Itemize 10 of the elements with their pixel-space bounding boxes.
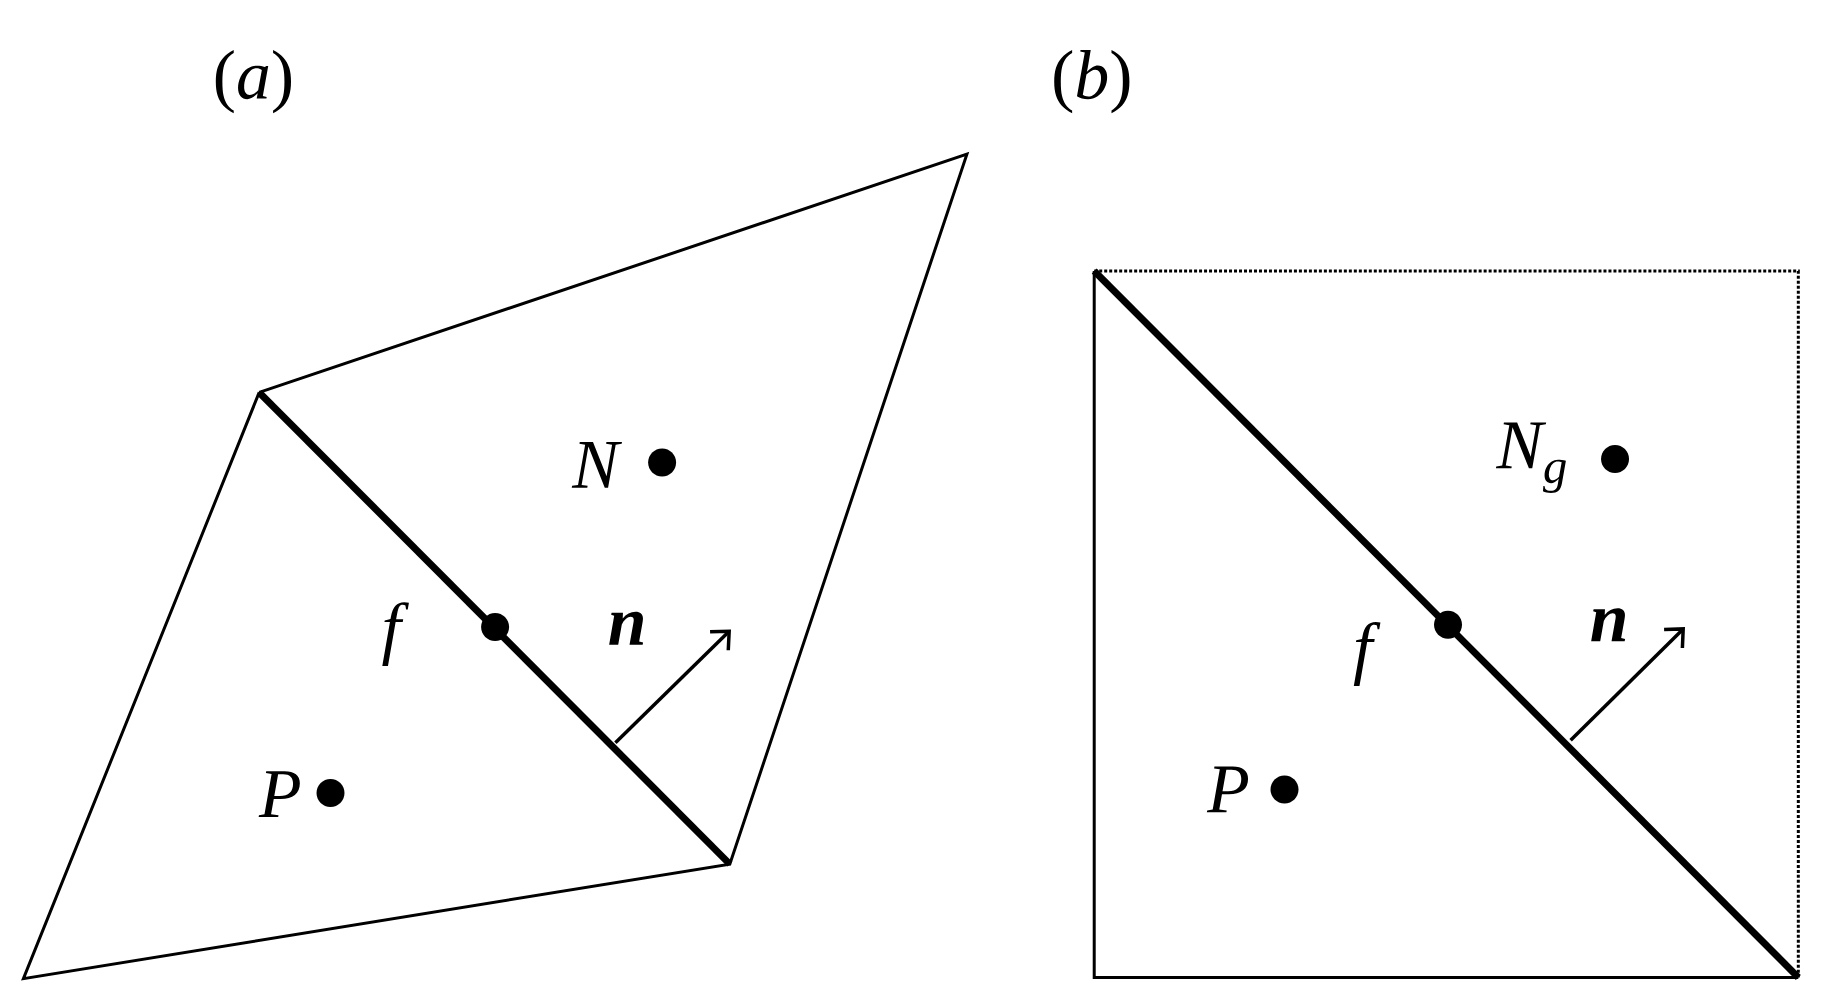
vector-label: n <box>1591 608 1626 642</box>
panel-label: (b) <box>1054 50 1130 114</box>
point-label: f <box>1353 621 1381 686</box>
panel-label: (a) <box>215 50 291 114</box>
point-label: f <box>382 602 409 667</box>
point-label: N$_{g}$ <box>1495 422 1566 494</box>
point-label: N <box>571 442 622 488</box>
vector-label: n <box>609 611 644 645</box>
point-label: P <box>1206 766 1249 813</box>
point-label: P <box>258 771 300 817</box>
